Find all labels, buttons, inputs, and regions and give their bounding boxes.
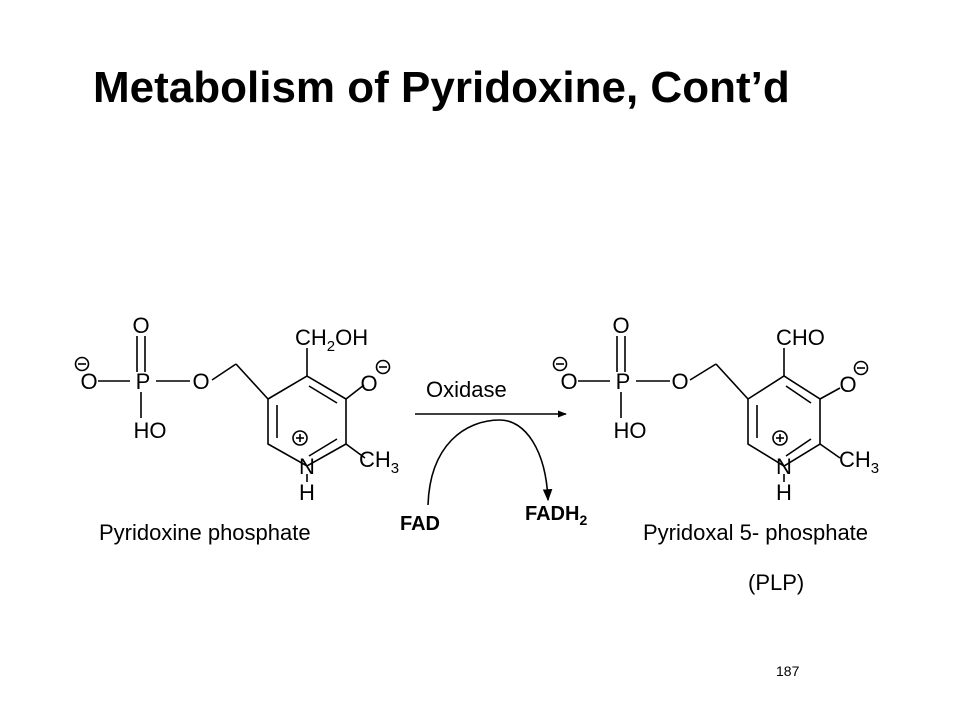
ch3-label: CH3 xyxy=(839,447,879,477)
substrate-molecule xyxy=(74,336,391,482)
ring-inner-bond-2 xyxy=(308,385,338,404)
atom-p: P xyxy=(616,369,631,394)
o-ch2-bond xyxy=(211,363,237,381)
ch2-ring-bond xyxy=(235,363,269,400)
positive-charge-icon xyxy=(772,430,788,446)
cofactor-curved-arrow xyxy=(427,419,553,506)
atom-o: O xyxy=(560,369,577,394)
pyridine-ring xyxy=(267,375,347,467)
slide-title: Metabolism of Pyridoxine, Cont’d xyxy=(93,63,790,112)
substrate-labels: O O P O HO CH2OH O N H CH3 xyxy=(80,313,399,505)
page-number: 187 xyxy=(776,663,800,679)
atom-o: O xyxy=(80,369,97,394)
ring-inner-bond-3 xyxy=(785,438,812,457)
ring-ch3-bond xyxy=(819,443,841,459)
atom-p: P xyxy=(136,369,151,394)
atom-ho: HO xyxy=(134,418,167,443)
atom-h: H xyxy=(299,480,315,505)
cho-label: CHO xyxy=(776,325,825,350)
atom-o: O xyxy=(612,313,629,338)
enzyme-label: Oxidase xyxy=(426,377,507,402)
ring-inner-bond-3 xyxy=(308,438,338,457)
ch2oh-label: CH2OH xyxy=(295,325,368,355)
reaction-labels: Oxidase FAD FADH2 xyxy=(400,377,587,535)
negative-charge-icon xyxy=(375,359,391,375)
product-labels: O O P O HO CHO O N H CH3 xyxy=(560,313,879,505)
ring-inner-bond-2 xyxy=(785,385,812,404)
negative-charge-icon xyxy=(552,356,568,372)
product-molecule xyxy=(552,336,869,482)
product-abbreviation: (PLP) xyxy=(748,570,805,595)
negative-charge-icon xyxy=(74,356,90,372)
ring-o-bond xyxy=(819,387,841,400)
positive-charge-icon xyxy=(292,430,308,446)
atom-o: O xyxy=(671,369,688,394)
ring-o-bond xyxy=(345,384,365,400)
ch3-label: CH3 xyxy=(359,447,399,477)
atom-o: O xyxy=(192,369,209,394)
o-ch2-bond xyxy=(689,363,717,381)
atom-h: H xyxy=(776,480,792,505)
fad-label: FAD xyxy=(400,513,440,535)
negative-charge-icon xyxy=(853,360,869,376)
atom-o: O xyxy=(839,372,856,397)
reaction-arrows xyxy=(415,410,567,506)
atom-n: N xyxy=(776,454,792,479)
ch2-ring-bond xyxy=(715,363,749,400)
substrate-name: Pyridoxine phosphate xyxy=(99,520,311,545)
atom-o: O xyxy=(132,313,149,338)
product-name: Pyridoxal 5- phosphate xyxy=(643,520,869,545)
atom-n: N xyxy=(299,454,315,479)
fadh2-label: FADH2 xyxy=(525,503,587,528)
atom-ho: HO xyxy=(614,418,647,443)
ring-ch3-bond xyxy=(345,443,366,459)
atom-o: O xyxy=(360,371,377,396)
pyridine-ring xyxy=(747,375,821,467)
